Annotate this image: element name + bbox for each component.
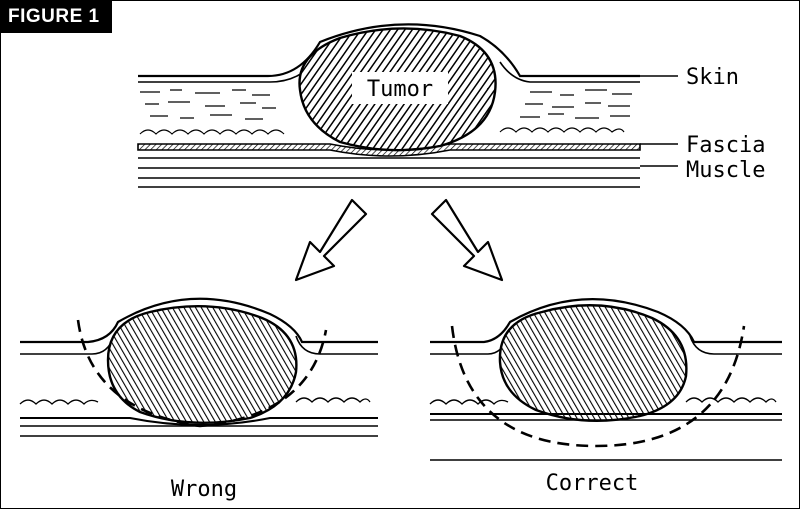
figure-tag: FIGURE 1 — [0, 0, 112, 33]
muscle-label: Muscle — [686, 158, 765, 183]
skin-label: Skin — [686, 65, 739, 90]
arrow-left — [296, 200, 366, 280]
tumor-correct — [500, 305, 686, 421]
wrong-cross-section: Wrong — [20, 299, 378, 502]
tumor-label: Tumor — [367, 77, 433, 102]
top-cross-section: Tumor Skin Fascia Muscle — [138, 24, 765, 187]
fascia-label: Fascia — [686, 133, 765, 158]
arrows — [296, 200, 502, 280]
wrong-label: Wrong — [171, 477, 237, 502]
leader-lines — [640, 76, 678, 166]
correct-cross-section: Correct — [430, 299, 782, 496]
muscle-lines — [138, 158, 640, 187]
arrow-right — [432, 200, 502, 280]
correct-label: Correct — [546, 471, 639, 496]
tumor-wrong — [108, 306, 296, 423]
